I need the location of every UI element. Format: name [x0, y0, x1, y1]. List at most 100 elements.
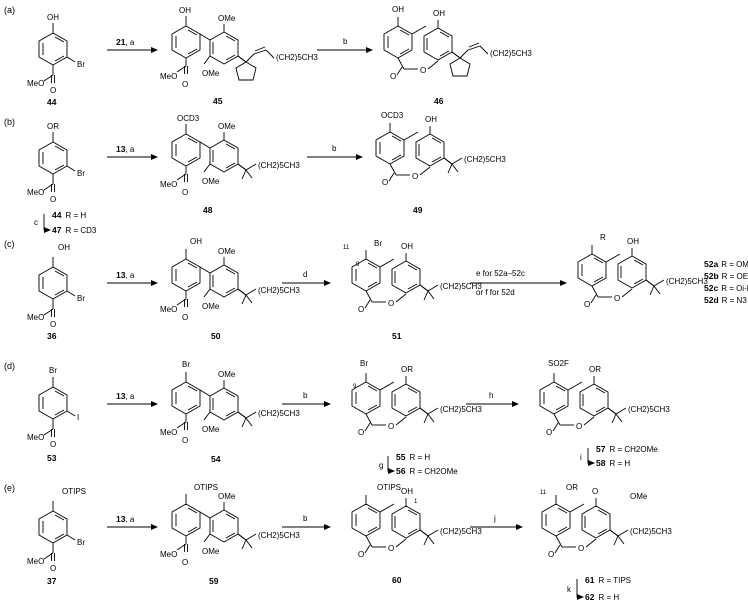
substituent-label: OH	[47, 13, 59, 22]
arrow-e2: b	[282, 514, 331, 530]
substituent-label: OH	[401, 242, 413, 251]
substituent-label: O	[358, 428, 364, 437]
substituent-label: OH	[392, 5, 404, 14]
arrow-d2: b	[282, 391, 331, 407]
locant-label: 1	[414, 499, 418, 505]
substituent-label: Br	[49, 366, 57, 375]
compound-id: 44	[47, 97, 57, 107]
side-chain-label: (CH2)5CH3	[464, 155, 506, 164]
substituent-label: MeO	[160, 180, 177, 189]
substituent-label: OTIPS	[194, 483, 218, 492]
substituent-label: OMe	[202, 425, 220, 434]
substituent-label: OH	[433, 9, 445, 18]
substituent-label: O	[592, 487, 598, 496]
substituent-label: MeO	[27, 79, 44, 88]
condition-label: b	[332, 144, 337, 153]
substituent-label: O	[50, 195, 56, 204]
substituent-label: O	[358, 550, 364, 559]
substituent-label: O	[388, 544, 394, 553]
substituent-label: Br	[77, 538, 85, 547]
compound-id: 48	[203, 205, 213, 215]
substituent-label: OH	[425, 115, 437, 124]
substituent-label: MeO	[27, 188, 44, 197]
compound-50: OH OMe MeO O OMe (CH2)5CH3 50	[160, 237, 300, 341]
condition-label: or f for 52d	[476, 288, 515, 297]
substituent-label: MeO	[27, 313, 44, 322]
compound-id: 54	[211, 454, 221, 464]
substituent-label: O	[358, 305, 364, 314]
side-chain-label: (CH2)5CH3	[258, 409, 300, 418]
compound-id: 51	[392, 331, 402, 341]
substituent-label: O	[382, 178, 388, 187]
compound-60: OTIPS OH 1 O O (CH2)5CH3 60	[351, 483, 482, 585]
arrow-c	[43, 214, 51, 233]
substituent-label: Br	[182, 360, 190, 369]
substituent-label: Br	[360, 359, 368, 368]
locant-label: 9	[353, 384, 357, 390]
substituent-label: R	[600, 233, 606, 242]
row-label-d: (d)	[4, 361, 15, 371]
side-chain-label: (CH2)5CH3	[440, 527, 482, 536]
side-chain-label: (CH2)5CH3	[258, 161, 300, 170]
svg-text:13, a: 13, a	[116, 514, 135, 524]
substituent-label: O	[50, 564, 56, 573]
condition-label: b	[343, 37, 348, 46]
condition-label: , a	[125, 145, 134, 154]
arrow-b1: 13, a	[107, 144, 158, 160]
side-chain-label: (CH2)5CH3	[276, 53, 318, 62]
compound-36: OH Br MeO O 36	[27, 243, 85, 341]
compound-59: OTIPS OMe MeO O OMe (CH2)5CH3 59	[160, 483, 300, 586]
substituent-label: OMe	[218, 370, 236, 379]
substituent-label: O	[548, 550, 554, 559]
substituent-label: OTIPS	[377, 483, 401, 492]
substituent-label: Br	[77, 294, 85, 303]
arrow-d1: 13, a	[107, 391, 158, 407]
arrow-b2: b	[307, 144, 363, 160]
condition-label: d	[303, 270, 307, 279]
substituent-label: O	[182, 188, 188, 197]
substituent-label: OMe	[218, 14, 236, 23]
substituent-label: O	[578, 544, 584, 553]
substituent-label: OMe	[218, 122, 236, 131]
compound-id: 46	[434, 96, 444, 106]
side-chain-label: (CH2)5CH3	[628, 405, 670, 414]
arrow-e3: j	[470, 514, 523, 530]
compound-37: OTIPS Br MeO O 37	[27, 487, 86, 586]
arrow-a2: b	[317, 37, 373, 53]
substituent-label: O	[412, 172, 418, 181]
row-label-a: (a)	[4, 5, 15, 15]
substituent-label: SO2F	[548, 359, 569, 368]
compound-51: Br 11 9 OH O O (CH2)5CH3 51	[343, 239, 482, 341]
locant-label: 9	[356, 262, 360, 268]
condition-label: h	[489, 391, 493, 400]
substituent-label: O	[390, 72, 396, 81]
substituent-label: OH	[179, 6, 191, 15]
substituent-label: MeO	[160, 550, 177, 559]
condition-label: , a	[125, 38, 134, 47]
substituent-label: O	[50, 86, 56, 95]
substituent-label: Br	[77, 60, 85, 69]
substituent-label: Br	[77, 169, 85, 178]
substituent-label: MeO	[160, 428, 177, 437]
arrow-k	[576, 579, 584, 600]
substituent-label: O	[388, 299, 394, 308]
reagent-label: 21	[116, 37, 126, 47]
substituent-label: O	[182, 558, 188, 567]
arrow-e1: 13, a	[107, 514, 158, 530]
substituent-label: OMe	[630, 492, 648, 501]
compound-53: Br I MeO O 53	[27, 366, 79, 463]
substituent-label: OMe	[202, 69, 220, 78]
compound-52: R OH O O (CH2)5CH3	[577, 233, 708, 309]
substituent-label: I	[77, 413, 79, 422]
substituent-label: OMe	[202, 177, 220, 186]
condition-label: j	[493, 514, 496, 523]
